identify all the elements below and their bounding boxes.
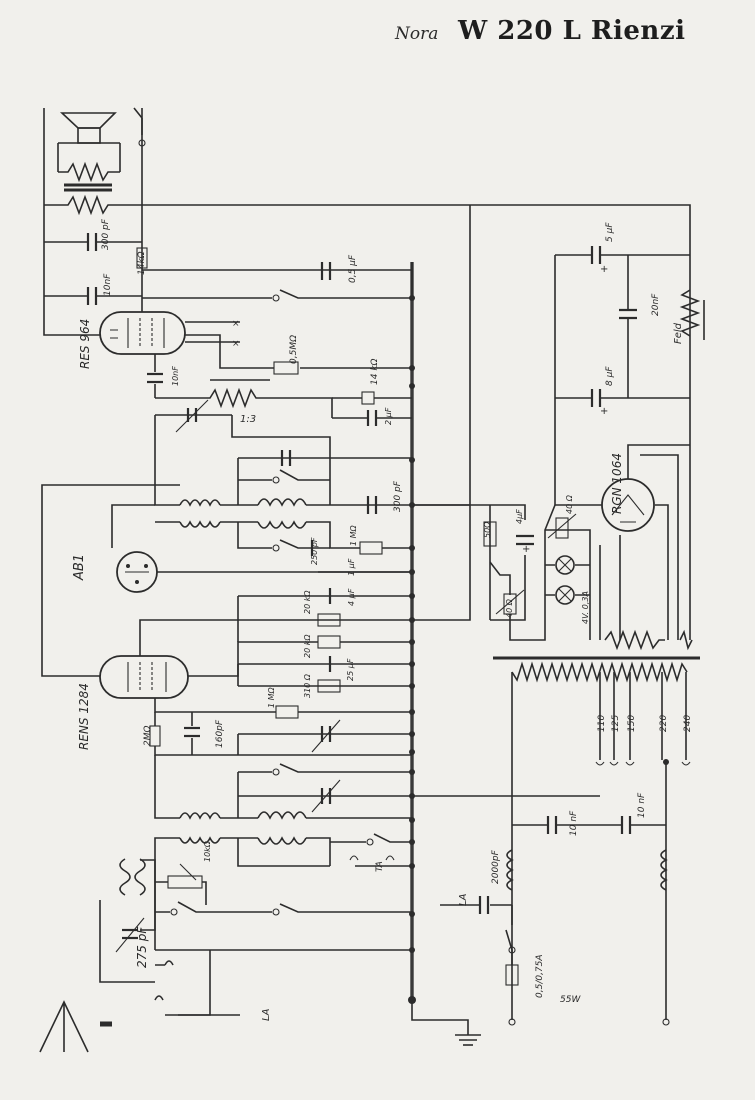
speaker-switch xyxy=(133,107,143,135)
c250pf-label: 250 pF xyxy=(310,537,319,565)
mains-switch xyxy=(505,905,513,965)
c2uf-label: 2 µF xyxy=(384,407,393,425)
model-title: W 220 L Rienzi xyxy=(458,16,686,46)
power-label: 55W xyxy=(560,995,581,1005)
ta-label: TA xyxy=(375,861,385,872)
c20nf-label: 20nF xyxy=(651,293,661,316)
tube-rgn1064-label: RGN 1064 xyxy=(610,453,624,514)
tap-110: 110 xyxy=(597,715,607,732)
c4uf-b-label: 4µF xyxy=(515,509,524,524)
aerial-coil xyxy=(99,858,156,983)
switch-a xyxy=(142,289,412,299)
svg-text:×: × xyxy=(232,339,240,349)
c300pf-top-label: 300 pF xyxy=(101,218,111,250)
c10nf-top-label: 10nF xyxy=(103,273,113,296)
tap-150: 150 xyxy=(627,715,637,732)
choke-left xyxy=(506,849,514,891)
loudspeaker-icon xyxy=(59,112,117,144)
r40-top-label: 40 Ω xyxy=(565,494,574,514)
ground-symbol xyxy=(455,1034,481,1046)
la-1-label: LA xyxy=(261,1008,272,1021)
c160pf-label: 160pF xyxy=(215,719,225,748)
c5uf-label: 5 µF xyxy=(605,222,615,242)
r14k-mid xyxy=(361,391,375,405)
svg-text:+: + xyxy=(522,544,530,555)
interstage-transformer xyxy=(155,387,333,418)
r40-low xyxy=(503,593,517,615)
r10k xyxy=(167,875,203,889)
tap-240: 240 xyxy=(683,715,693,732)
fuse xyxy=(505,964,519,986)
r310-label: 310 Ω xyxy=(303,673,312,698)
r20k-b-label: 20 kΩ xyxy=(303,634,312,658)
tap-220: 220 xyxy=(659,715,669,732)
field-label: Feld xyxy=(673,322,684,344)
r20k-b xyxy=(317,635,341,649)
antenna-icon xyxy=(39,1000,112,1053)
r40-low-label: 40 Ω xyxy=(505,598,514,618)
tube-res964-label: RES 964 xyxy=(78,319,92,369)
ratio-label: 1:3 xyxy=(240,414,256,425)
c05uf-label: 0,5 µF xyxy=(348,254,358,283)
c1uf-label: 1 µF xyxy=(347,558,356,576)
c2000pf-label: 2000pF xyxy=(491,849,501,884)
c4uf-label: 4 µF xyxy=(347,588,356,606)
r14k-mid-label: 14 kΩ xyxy=(370,358,380,385)
r05m-label: 0,5MΩ xyxy=(289,335,299,364)
c10nf-a-label: 10 nF xyxy=(569,810,579,836)
c25uf-label: 25 µF xyxy=(346,658,355,681)
r40-top xyxy=(555,517,569,539)
c275pf-label: 275 pF xyxy=(135,926,149,968)
fuse-label: 0,5/0,75A xyxy=(535,954,545,998)
brand-label: Nora xyxy=(395,24,439,44)
ab1-label: AB1 xyxy=(72,554,87,581)
r10k-label: 10kΩ xyxy=(203,840,212,862)
r14k-top xyxy=(136,247,148,269)
ab1-socket xyxy=(116,551,158,593)
r2m-label: 2MΩ xyxy=(143,726,153,746)
r1m-mid-label: 1 MΩ xyxy=(349,524,358,546)
field-coil xyxy=(679,289,701,337)
r1m-mid xyxy=(359,541,383,555)
r1m-low xyxy=(275,705,299,719)
coil-upper xyxy=(179,498,307,529)
c300pf-mid-label: 300 pF xyxy=(393,480,403,512)
coil-lower xyxy=(179,811,307,845)
r310 xyxy=(317,679,341,693)
lamp-label: 4V. 0,3A xyxy=(581,591,590,624)
r14k-top-label: 14kΩ xyxy=(137,251,147,275)
tube-rens1284 xyxy=(99,655,189,699)
tap-125: 125 xyxy=(611,715,621,732)
r20k-a xyxy=(317,613,341,627)
tube-rens1284-label: RENS 1284 xyxy=(77,683,91,750)
heater-winding xyxy=(604,629,665,651)
svg-text:×: × xyxy=(232,319,240,329)
tube-res964 xyxy=(99,311,186,355)
c10nf-grid-label: 10nF xyxy=(171,366,180,386)
r50 xyxy=(483,521,497,547)
speaker-coil xyxy=(58,161,120,183)
c8uf-label: 8 µF xyxy=(605,366,615,386)
svg-text:+: + xyxy=(600,264,608,275)
lamp-icon xyxy=(555,555,575,605)
la-2-label: LA xyxy=(458,893,469,906)
c10nf-b-label: 10 nF xyxy=(637,792,647,818)
output-transformer xyxy=(58,194,120,216)
choke-right xyxy=(660,849,668,891)
r1m-low-label: 1 MΩ xyxy=(267,686,276,708)
r50-label: 50Ω xyxy=(483,521,492,538)
r20k-a-label: 20 kΩ xyxy=(303,590,312,614)
svg-text:+: + xyxy=(600,406,608,417)
